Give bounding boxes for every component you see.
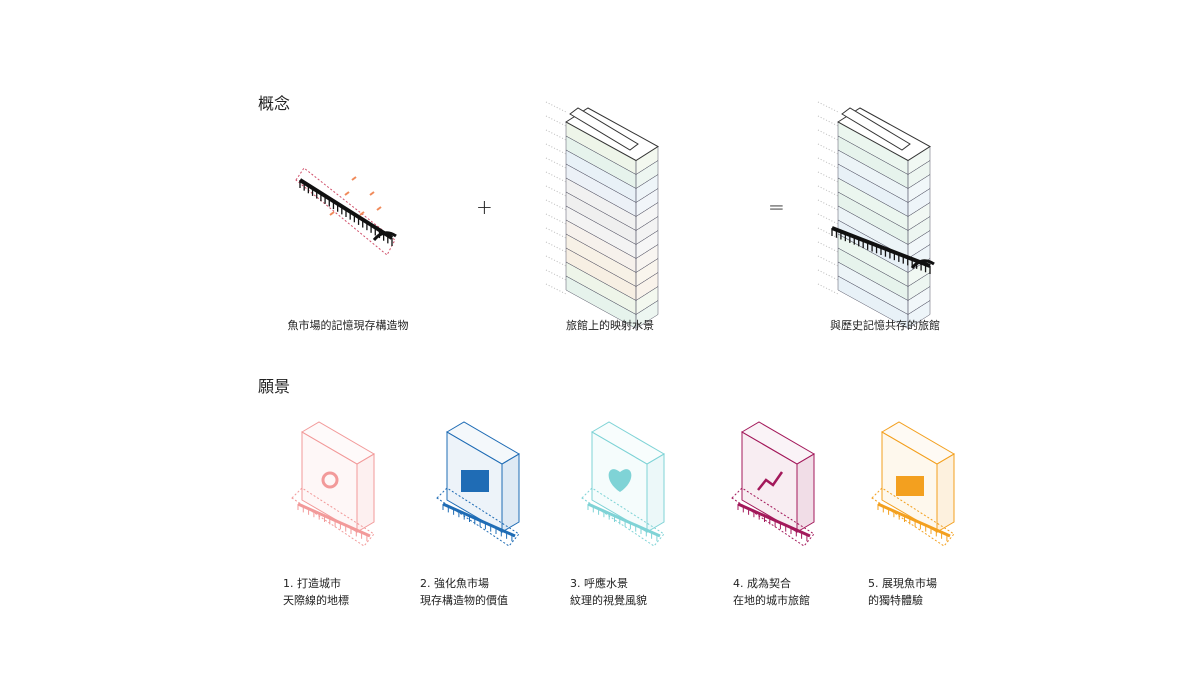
roof-box — [841, 107, 911, 151]
projection-line — [545, 129, 567, 141]
projection-line — [817, 213, 839, 225]
projection-line — [817, 255, 839, 267]
tree-heart-icon — [608, 469, 632, 492]
site-outline — [581, 487, 665, 547]
projection-line — [545, 143, 567, 155]
vision-caption-2: 2. 強化魚市場現存構造物的價值 — [420, 577, 508, 607]
combined-hotel-illustration — [817, 101, 935, 329]
site-outline — [295, 167, 396, 256]
floor-side — [635, 300, 659, 329]
market-roof — [877, 502, 951, 538]
vision-caption-5: 5. 展現魚市場的獨特體驗 — [868, 577, 937, 607]
fish-mark — [329, 211, 335, 216]
projection-line — [545, 283, 567, 295]
projection-line — [545, 171, 567, 183]
projection-line — [545, 255, 567, 267]
projection-line — [817, 143, 839, 155]
projection-line — [817, 129, 839, 141]
box-top — [301, 421, 375, 465]
museum-building-icon — [461, 470, 489, 492]
market-roof — [297, 502, 371, 538]
vision-caption-4: 4. 成為契合在地的城市旅館 — [733, 577, 810, 607]
market-arch — [372, 231, 397, 242]
fish-market-structure-illustration — [295, 167, 397, 256]
box-side — [356, 453, 375, 533]
concept-caption-1: 魚市場的記憶現存構造物 — [287, 319, 409, 332]
projection-line — [545, 269, 567, 281]
box-side — [936, 453, 955, 533]
city-buildings-icon — [896, 476, 924, 496]
projection-line — [817, 283, 839, 295]
box-side — [646, 453, 665, 533]
box-top — [881, 421, 955, 465]
projection-line — [817, 199, 839, 211]
vision-illustrations — [291, 421, 955, 547]
concept-caption-3: 與歷史記憶共存的旅館 — [830, 319, 940, 332]
box-side — [796, 453, 815, 533]
projection-line — [817, 171, 839, 183]
vision-item-5 — [871, 421, 955, 547]
equals-sign: = — [768, 195, 785, 219]
growth-chart-icon — [757, 471, 784, 491]
market-roof — [442, 502, 516, 538]
fish-mark — [376, 206, 382, 211]
projection-line — [545, 213, 567, 225]
vision-item-3 — [581, 421, 665, 547]
projection-line — [817, 101, 839, 113]
market-roof — [587, 502, 661, 538]
fish-mark — [359, 211, 365, 216]
projection-line — [545, 241, 567, 253]
site-outline — [291, 487, 375, 547]
projection-line — [817, 241, 839, 253]
projection-line — [817, 115, 839, 127]
box-top — [591, 421, 665, 465]
fish-mark — [369, 191, 375, 196]
site-outline — [871, 487, 955, 547]
projection-line — [545, 157, 567, 169]
box-top — [741, 421, 815, 465]
projection-line — [545, 199, 567, 211]
plus-sign: + — [476, 195, 493, 219]
fish-mark — [344, 191, 350, 196]
vision-item-2 — [436, 421, 520, 547]
concept-caption-2: 旅館上的映射水景 — [566, 319, 654, 332]
projection-line — [817, 185, 839, 197]
projection-line — [817, 269, 839, 281]
hotel-water-reflection-illustration — [545, 101, 659, 329]
market-roof — [737, 502, 811, 538]
site-outline — [436, 487, 520, 547]
location-pin-icon — [321, 471, 339, 489]
floor-side — [907, 300, 931, 329]
box-top — [446, 421, 520, 465]
vision-item-4 — [731, 421, 815, 547]
fish-mark — [351, 176, 357, 181]
vision-heading: 願景 — [258, 377, 291, 396]
vision-caption-3: 3. 呼應水景紋理的視覺風貌 — [570, 577, 647, 607]
projection-line — [817, 227, 839, 239]
projection-line — [545, 101, 567, 113]
roof-box — [569, 107, 639, 151]
vision-caption-1: 1. 打造城市天際線的地標 — [283, 577, 349, 607]
projection-line — [545, 227, 567, 239]
vision-item-1 — [291, 421, 375, 547]
box-side — [501, 453, 520, 533]
market-arch — [910, 259, 935, 270]
projection-line — [545, 185, 567, 197]
concept-heading: 概念 — [258, 94, 291, 113]
projection-line — [817, 157, 839, 169]
site-outline — [731, 487, 815, 547]
projection-line — [545, 115, 567, 127]
